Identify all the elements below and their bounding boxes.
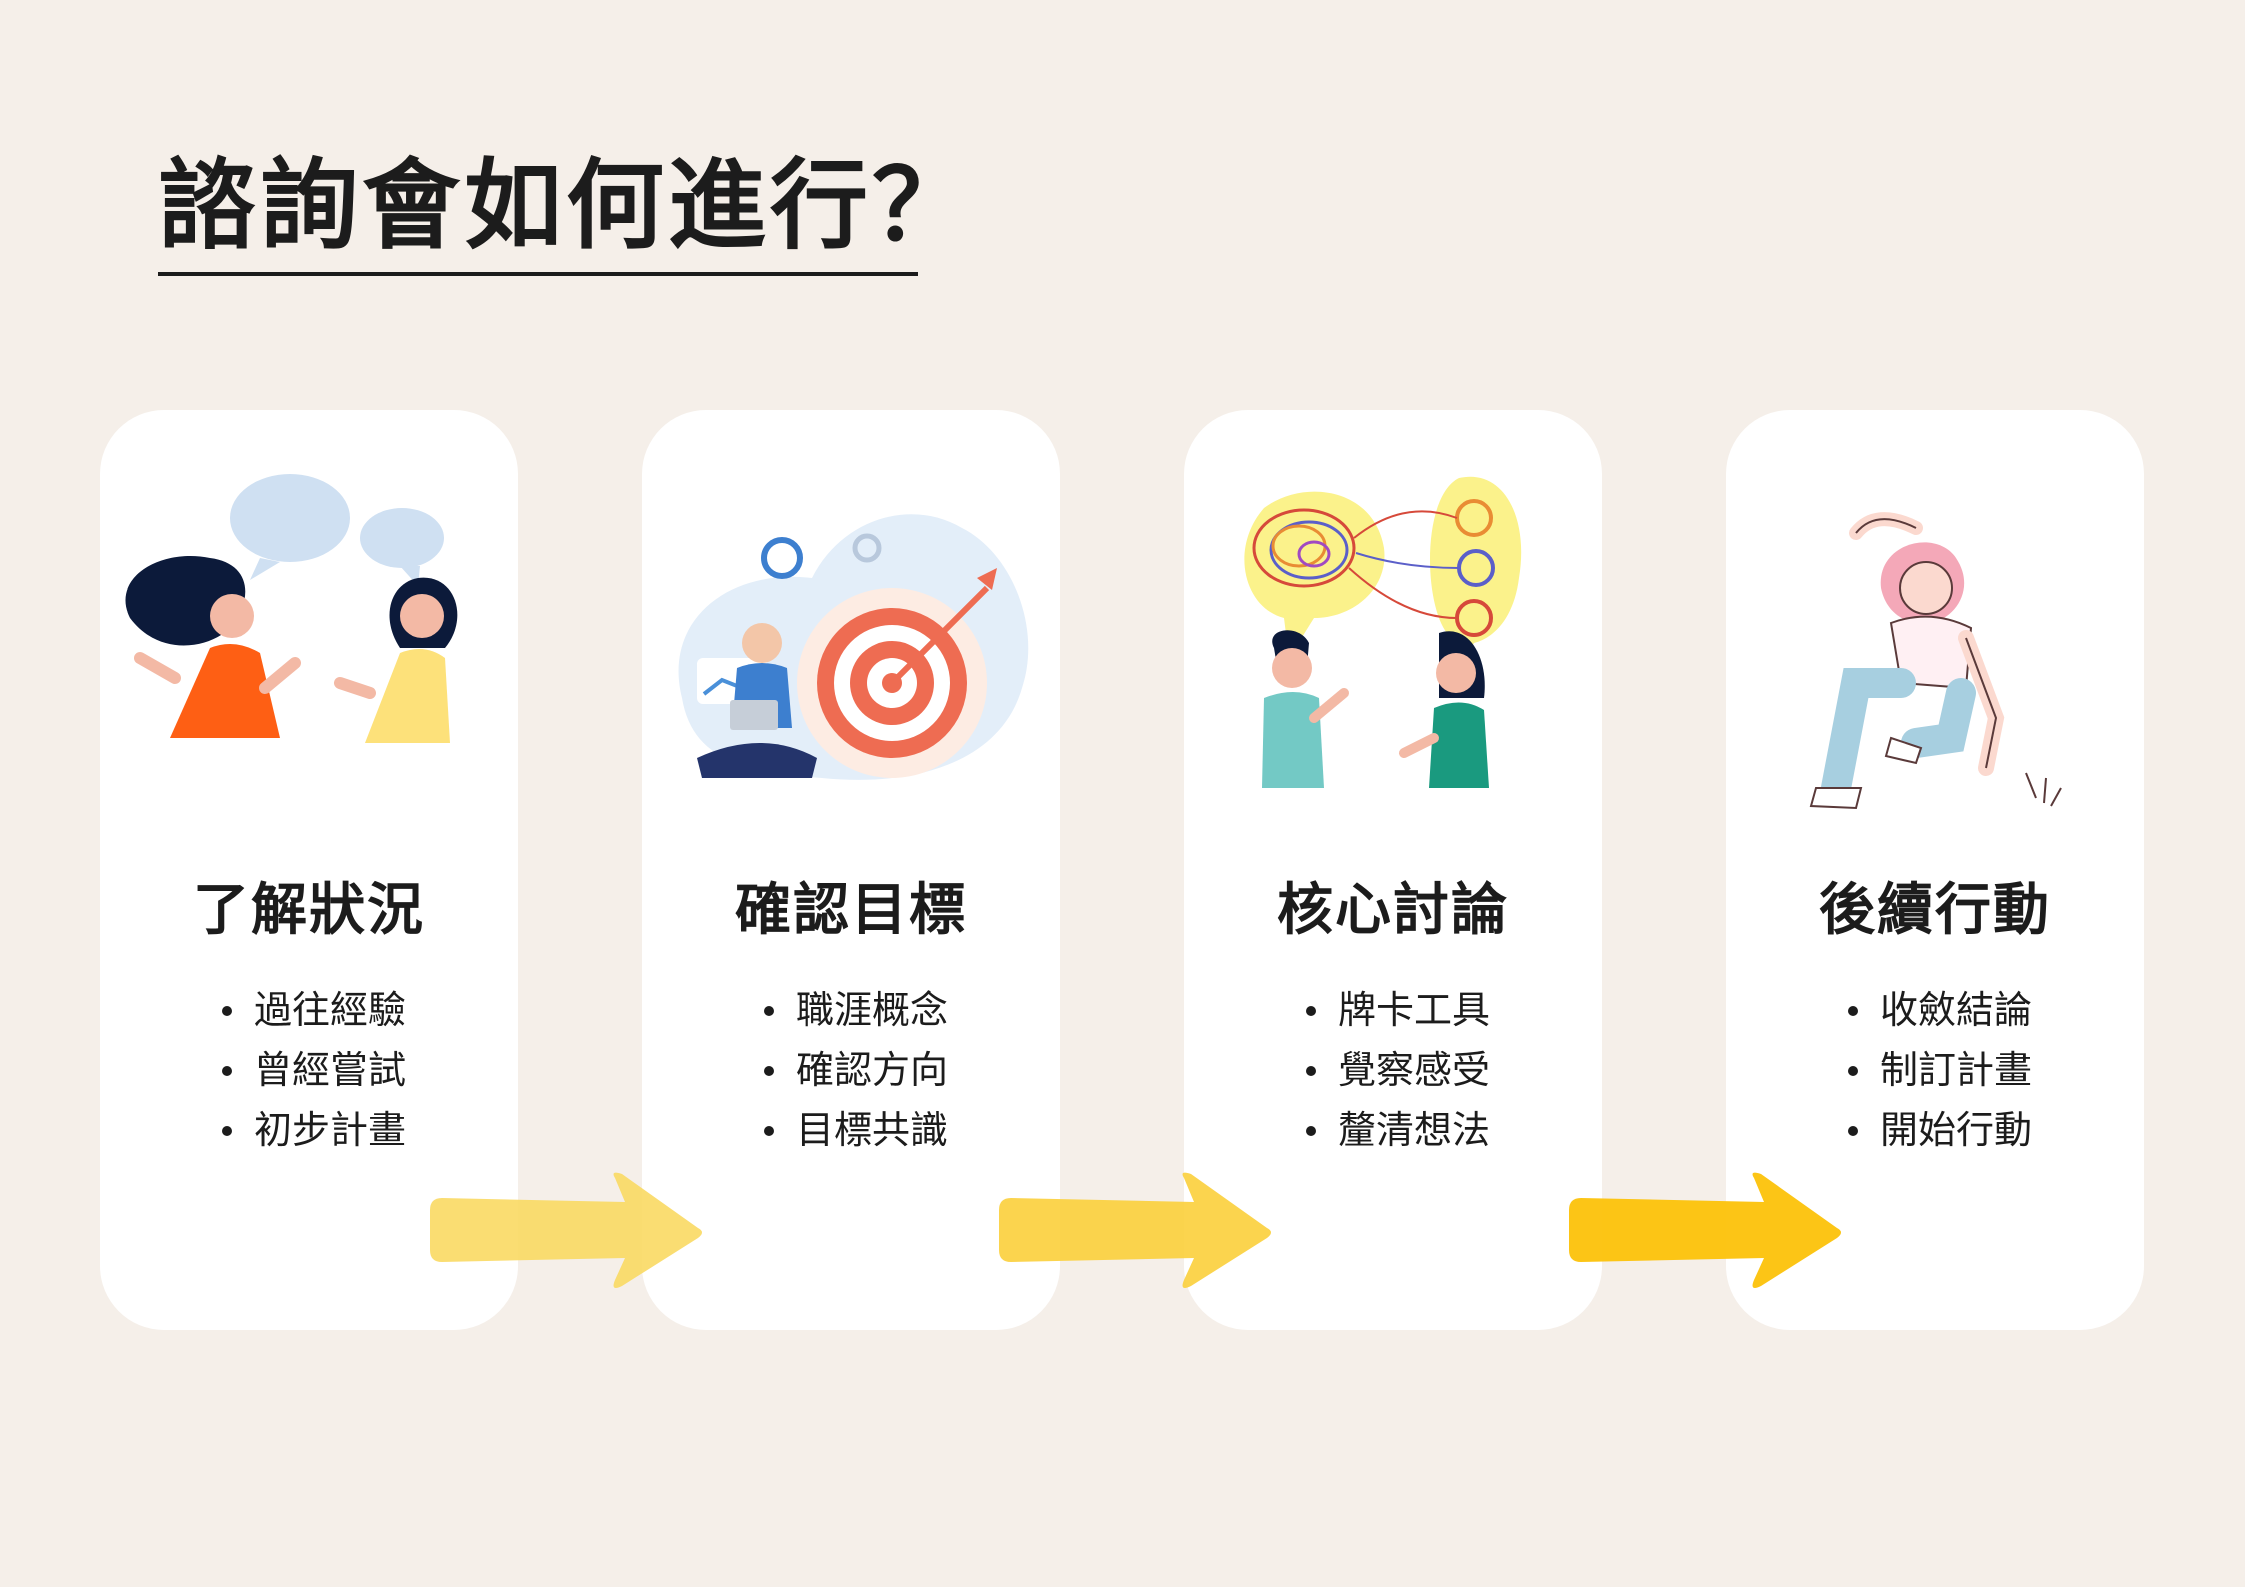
step-heading: 確認目標	[735, 878, 967, 943]
step-card-4: 後續行動 收斂結論 制訂計畫 開始行動	[1726, 410, 2144, 1330]
list-item: 確認方向	[762, 1040, 948, 1100]
list-item: 覺察感受	[1304, 1040, 1490, 1100]
page-title: 諮詢會如何進行？	[158, 149, 975, 263]
list-item: 過往經驗	[220, 980, 406, 1040]
arrow-right-icon	[1569, 1170, 1854, 1290]
list-item: 牌卡工具	[1304, 980, 1490, 1040]
conversation-illustration	[100, 458, 518, 838]
list-item: 制訂計畫	[1846, 1040, 2032, 1100]
list-item: 釐清想法	[1304, 1100, 1490, 1160]
step-heading: 了解狀況	[193, 878, 425, 943]
list-item: 初步計畫	[220, 1100, 406, 1160]
step-heading: 後續行動	[1819, 878, 2051, 943]
step-card-1: 了解狀況 過往經驗 曾經嘗試 初步計畫	[100, 410, 518, 1330]
step-heading: 核心討論	[1277, 878, 1509, 943]
list-item: 曾經嘗試	[220, 1040, 406, 1100]
target-illustration	[642, 458, 1060, 838]
step-card-3: 核心討論 牌卡工具 覺察感受 釐清想法	[1184, 410, 1602, 1330]
list-item: 職涯概念	[762, 980, 948, 1040]
runner-illustration	[1726, 458, 2144, 838]
list-item: 收斂結論	[1846, 980, 2032, 1040]
step-item-list: 牌卡工具 覺察感受 釐清想法	[1304, 980, 1490, 1160]
discussion-illustration	[1184, 458, 1602, 838]
title-underline	[158, 272, 918, 276]
step-item-list: 收斂結論 制訂計畫 開始行動	[1846, 980, 2032, 1160]
arrow-right-icon	[999, 1170, 1284, 1290]
list-item: 開始行動	[1846, 1100, 2032, 1160]
step-item-list: 職涯概念 確認方向 目標共識	[762, 980, 948, 1160]
step-item-list: 過往經驗 曾經嘗試 初步計畫	[220, 980, 406, 1160]
step-card-2: 確認目標 職涯概念 確認方向 目標共識	[642, 410, 1060, 1330]
arrow-right-icon	[430, 1170, 715, 1290]
list-item: 目標共識	[762, 1100, 948, 1160]
